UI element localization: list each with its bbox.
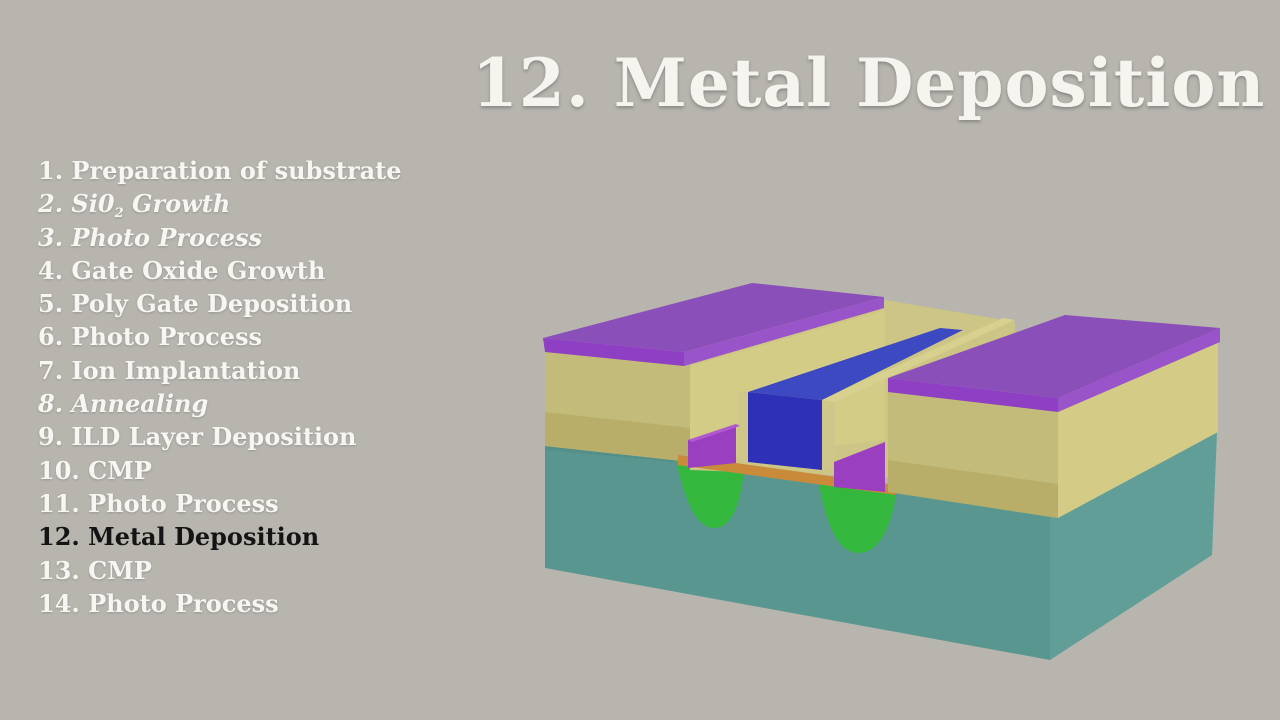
step-item: 4. Gate Oxide Growth [38, 254, 402, 287]
step-label: Metal Deposition [88, 522, 320, 552]
spacer-right-top [822, 318, 1015, 402]
step-item: 6. Photo Process [38, 320, 402, 353]
process-steps-list: 1. Preparation of substrate 2. Si02 Grow… [38, 154, 402, 620]
step-label: Photo Process [88, 588, 279, 618]
source-implant-region [676, 460, 744, 528]
spacer-left [738, 392, 748, 462]
step-label: Preparation of substrate [71, 156, 402, 185]
metal-layer-right-top [888, 315, 1220, 398]
step-number: 14. [38, 588, 80, 618]
metal-layer-left-side [684, 297, 884, 366]
step-number: 6. [38, 322, 64, 352]
step-item: 7. Ion Implantation [38, 354, 402, 387]
step-label: CMP [88, 455, 152, 485]
step-number: 13. [38, 555, 80, 585]
step-number: 1. [38, 156, 64, 185]
step-number: 9. [38, 422, 64, 452]
step-label: Photo Process [71, 322, 262, 352]
step-item: 13. CMP [38, 554, 402, 587]
poly-gate-front [748, 392, 822, 470]
metal-contact-left [688, 424, 736, 468]
metal-layer-right-front [888, 378, 1058, 412]
step-label: Poly Gate Deposition [71, 289, 353, 319]
step-number: 3. [38, 222, 64, 252]
step-item: 3. Photo Process [38, 221, 402, 254]
step-item: 8. Annealing [38, 387, 402, 420]
metal-layer-left-top [543, 283, 884, 352]
ild-right-side [1058, 342, 1218, 518]
step-number: 12. [38, 522, 80, 552]
step-item: 9. ILD Layer Deposition [38, 420, 402, 453]
step-label: Gate Oxide Growth [71, 255, 326, 285]
drain-implant-region [818, 478, 897, 553]
step-label: Annealing [71, 389, 209, 419]
metal-layer-left-front [543, 338, 684, 366]
step-label: CMP [88, 555, 152, 585]
step-number: 2. [38, 189, 64, 219]
metal-layer-right-side [1058, 328, 1220, 412]
step-item-active: 12. Metal Deposition [38, 520, 402, 553]
step-label: Si0 [71, 189, 115, 219]
step-item: 5. Poly Gate Deposition [38, 287, 402, 320]
step-label: Photo Process [88, 488, 279, 518]
step-subscript: 2 [114, 206, 124, 222]
step-number: 4. [38, 255, 64, 285]
step-item: 2. Si02 Growth [38, 187, 402, 220]
step-number: 11. [38, 488, 80, 518]
step-label: ILD Layer Deposition [71, 422, 357, 452]
ild-right-lower-band [888, 460, 1058, 518]
metal-contact-left-top [688, 424, 740, 442]
step-number: 10. [38, 455, 80, 485]
step-label: Photo Process [71, 222, 262, 252]
metal-contact-right [834, 442, 885, 492]
step-item: 10. CMP [38, 454, 402, 487]
spacer-right [822, 400, 835, 470]
poly-gate-top [748, 328, 963, 400]
step-item: 14. Photo Process [38, 587, 402, 620]
step-label: Ion Implantation [71, 355, 301, 385]
step-item: 11. Photo Process [38, 487, 402, 520]
step-label-suffix: Growth [123, 189, 231, 219]
ild-left-lower-band [545, 412, 690, 462]
step-number: 8. [38, 389, 64, 419]
step-number: 7. [38, 355, 64, 385]
mosfet-3d-diagram [543, 283, 1220, 660]
slide-title: 12. Metal Deposition [472, 44, 1266, 122]
step-number: 5. [38, 289, 64, 319]
step-item: 1. Preparation of substrate [38, 154, 402, 187]
